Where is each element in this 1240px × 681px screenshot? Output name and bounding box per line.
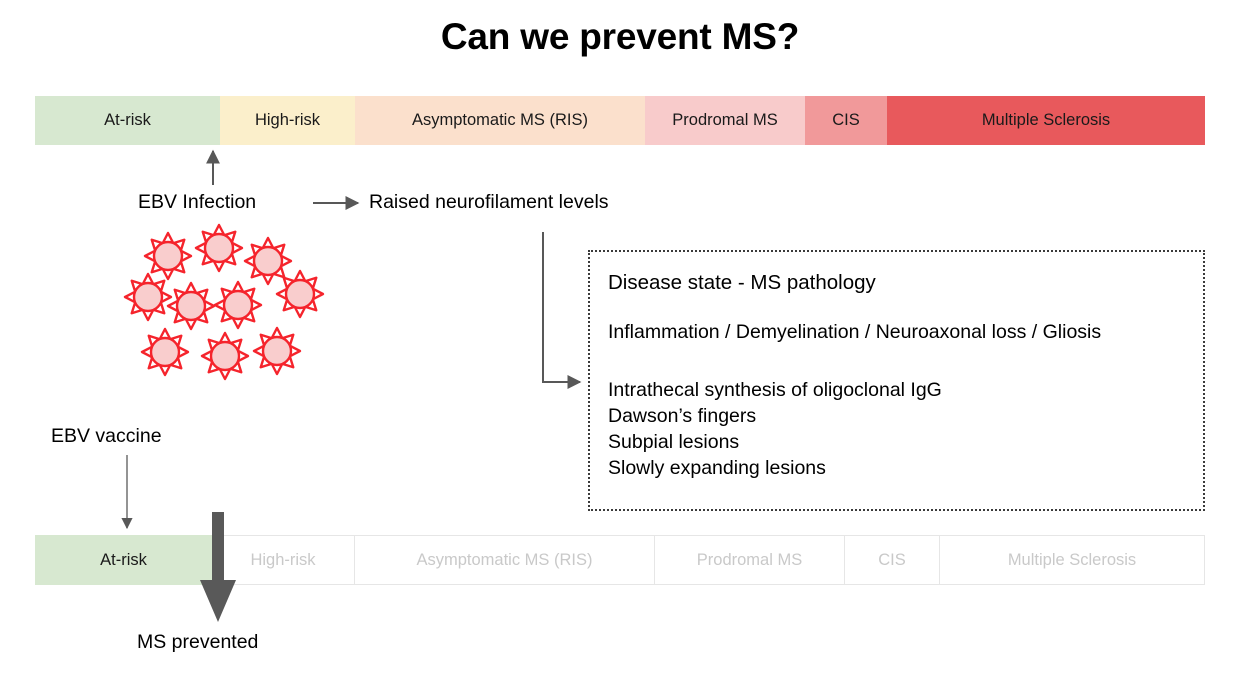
segment-label: Asymptomatic MS (RIS): [416, 550, 593, 569]
segment-label: At-risk: [104, 111, 151, 130]
segment-label: CIS: [878, 550, 906, 569]
pathology-feature: Intrathecal synthesis of oligoclonal IgG: [608, 379, 942, 401]
virus-particle-icon: [166, 281, 216, 331]
virus-particle-icon: [140, 327, 190, 377]
segment-label: Prodromal MS: [696, 550, 803, 569]
stage-top-cis[interactable]: CIS: [805, 96, 887, 145]
stage-top-multiple-sclerosis[interactable]: Multiple Sclerosis: [887, 96, 1205, 145]
ebv-infection-label: EBV Infection: [138, 191, 257, 213]
segment-label: High-risk: [254, 111, 321, 130]
pathology-feature: Slowly expanding lesions: [608, 457, 826, 479]
segment-label: Prodromal MS: [672, 111, 778, 130]
stage-top-at-risk[interactable]: At-risk: [35, 96, 220, 145]
disease-state-box: Disease state - MS pathology Inflammatio…: [588, 250, 1205, 511]
stage-top-asymptomatic-ms-ris[interactable]: Asymptomatic MS (RIS): [355, 96, 645, 145]
pathology-feature-list: Intrathecal synthesis of oligoclonal IgG…: [608, 377, 942, 481]
neurofilament-to-pathology-connector: [542, 232, 582, 389]
virus-particle-icon: [200, 331, 250, 381]
virus-particle-icon: [275, 269, 325, 319]
stage-bottom-asymptomatic-ms-ris[interactable]: Asymptomatic MS (RIS): [355, 535, 655, 585]
stage-bottom-high-risk[interactable]: High-risk: [212, 535, 355, 585]
segment-label: At-risk: [100, 550, 147, 569]
virus-particle-icon: [213, 280, 263, 330]
ms-continuum-bottom: At-risk High-risk Asymptomatic MS (RIS) Pro…: [35, 535, 1205, 585]
segment-label: Multiple Sclerosis: [1007, 550, 1137, 569]
virus-particle-icon: [123, 272, 173, 322]
virus-particle-icon: [194, 223, 244, 273]
virus-particle-icon: [252, 326, 302, 376]
pathology-box-heading: Disease state - MS pathology: [608, 271, 876, 294]
ms-prevented-label: MS prevented: [137, 631, 259, 653]
virus-particle-icon: [243, 236, 293, 286]
pathology-box-summary: Inflammation / Demyelination / Neuroaxon…: [608, 321, 1102, 343]
stage-bottom-at-risk[interactable]: At-risk: [35, 535, 212, 585]
stage-bottom-prodromal-ms[interactable]: Prodromal MS: [655, 535, 845, 585]
stage-bottom-multiple-sclerosis[interactable]: Multiple Sclerosis: [940, 535, 1205, 585]
pathology-feature: Dawson’s fingers: [608, 405, 757, 427]
segment-label: High-risk: [250, 550, 316, 569]
pathology-feature: Subpial lesions: [608, 431, 740, 453]
stage-top-prodromal-ms[interactable]: Prodromal MS: [645, 96, 805, 145]
segment-label: CIS: [832, 111, 860, 130]
raised-neurofilament-label: Raised neurofilament levels: [369, 191, 609, 213]
ms-continuum-top: At-risk High-risk Asymptomatic MS (RIS) Pro…: [35, 96, 1205, 145]
virus-particle-icon: [143, 231, 193, 281]
ebv-virus-cluster: [123, 223, 325, 381]
segment-label: Asymptomatic MS (RIS): [411, 111, 589, 130]
segment-label: Multiple Sclerosis: [981, 111, 1111, 130]
ebv-vaccine-label: EBV vaccine: [51, 425, 162, 447]
page-title: Can we prevent MS?: [440, 16, 800, 57]
stage-top-high-risk[interactable]: High-risk: [220, 96, 355, 145]
stage-bottom-cis[interactable]: CIS: [845, 535, 940, 585]
